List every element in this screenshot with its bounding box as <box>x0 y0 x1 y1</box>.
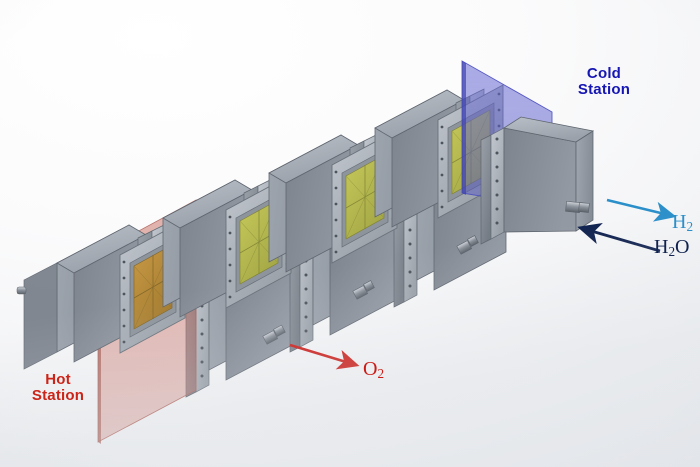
arrow-h2 <box>606 198 677 222</box>
cold-station-label-line1: Cold <box>586 65 622 82</box>
module-upper-0-stub <box>16 262 58 370</box>
h2-label: H2 <box>672 211 693 235</box>
o2-subscript: 2 <box>377 365 385 381</box>
h2-symbol: H <box>672 211 687 233</box>
h2o-label: H2O <box>654 236 690 260</box>
cold-station-label: Cold Station <box>556 66 652 97</box>
hot-station-label-line2: Station <box>31 386 85 404</box>
port-fitting-upper-5 <box>565 200 590 214</box>
h2o-suffix: O <box>675 236 690 258</box>
h2-subscript: 2 <box>686 218 694 234</box>
module-upper-5 <box>480 116 595 245</box>
port-fitting-lower-2 <box>352 280 375 300</box>
o2-label: O2 <box>363 358 384 382</box>
port-fitting-lower-3 <box>456 235 479 255</box>
h2o-symbol: H <box>654 236 669 258</box>
arrow-o2 <box>289 343 360 370</box>
cold-station-label-line2: Station <box>577 80 631 98</box>
arrow-h2o <box>577 222 661 253</box>
h2o-subscript: 2 <box>668 243 676 259</box>
hot-station-label: Hot Station <box>16 372 100 403</box>
hot-station-label-line1: Hot <box>45 371 71 388</box>
module-upper-3 <box>268 129 398 273</box>
port-fitting-lower-1 <box>262 324 286 345</box>
o2-symbol: O <box>363 358 378 380</box>
module-upper-2 <box>162 174 292 318</box>
